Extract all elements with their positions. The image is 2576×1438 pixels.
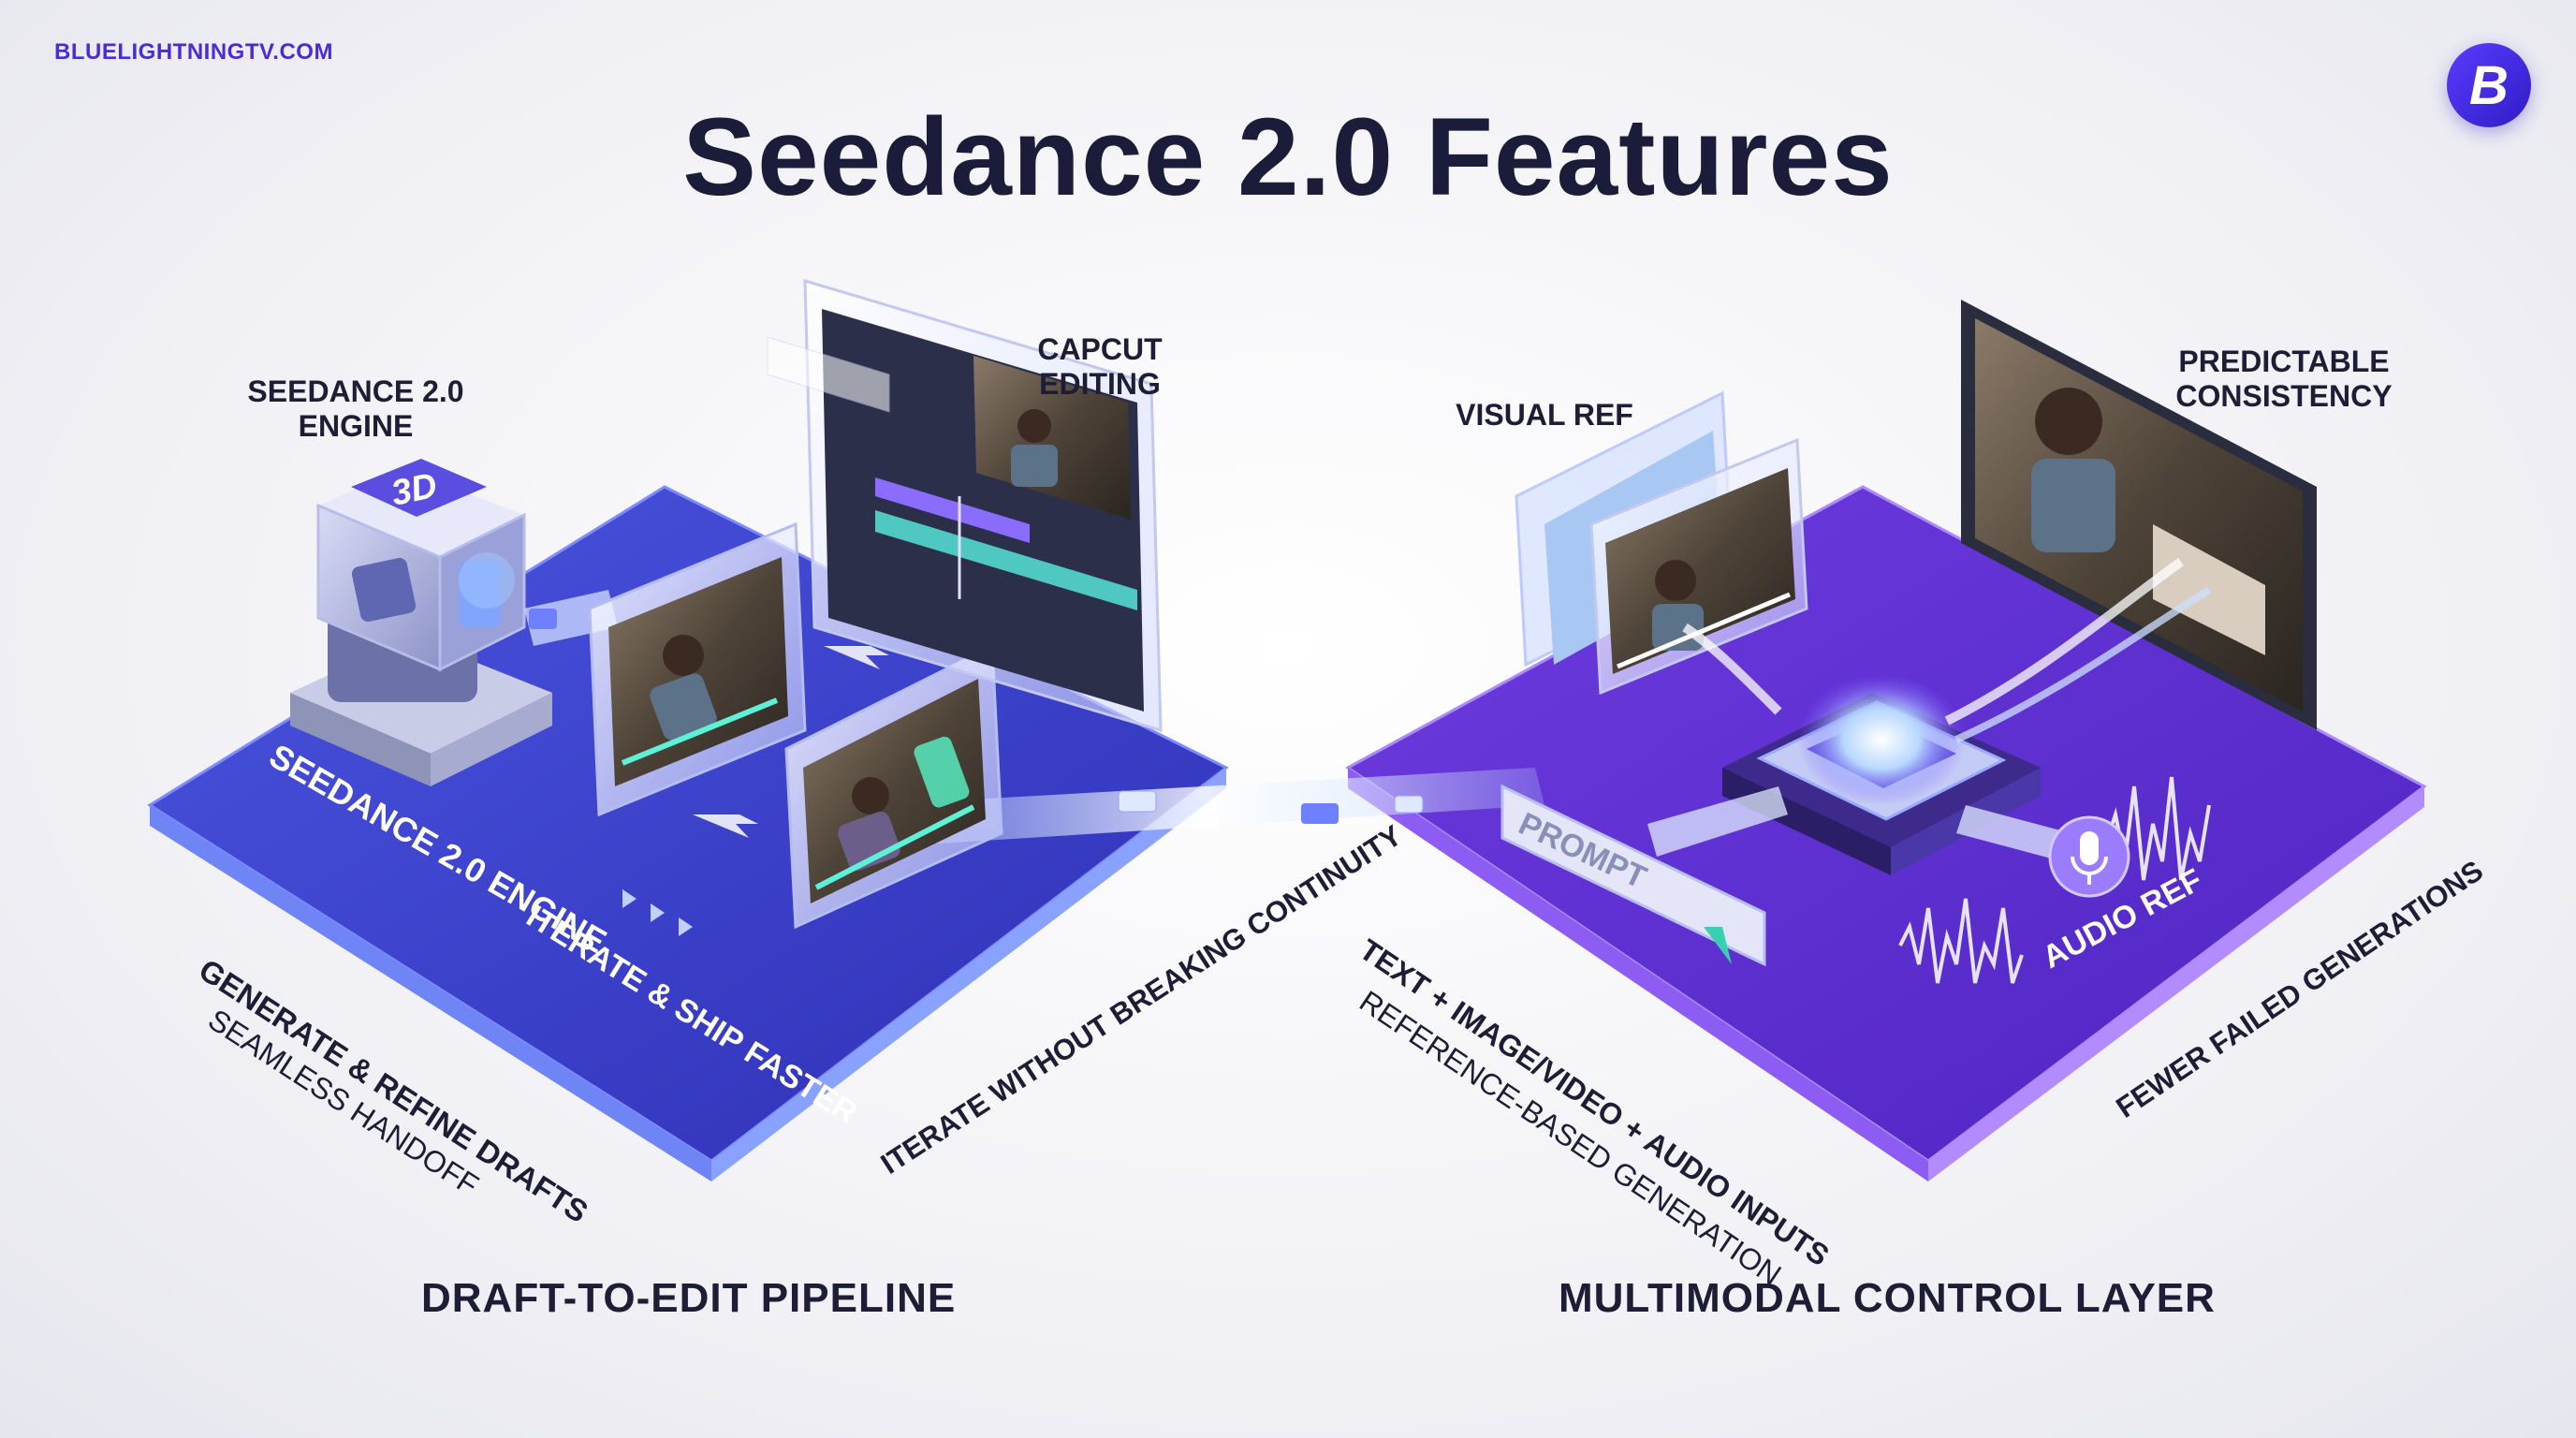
connecting-beam — [871, 768, 1544, 847]
right-section-label: MULTIMODAL CONTROL LAYER — [1559, 1275, 2216, 1321]
visual-ref-cards — [1515, 390, 1808, 696]
predictable-label: PREDICTABLE CONSISTENCY — [2175, 345, 2393, 413]
consistency-monitor — [1961, 300, 2317, 730]
engine-label: SEEDANCE 2.0 ENGINE — [247, 374, 464, 443]
brand-logo-icon: B — [2447, 43, 2531, 127]
prompt-bar — [1500, 784, 1766, 967]
draft-frame-1 — [588, 521, 807, 817]
microphone-icon — [2048, 815, 2130, 898]
left-section-label: DRAFT-TO-EDIT PIPELINE — [421, 1275, 957, 1321]
page-title: Seedance 2.0 Features — [682, 95, 1894, 219]
chevron-icons — [622, 889, 693, 936]
brand-url[interactable]: BLUELIGHTNINGTV.COM — [54, 39, 333, 65]
visual-ref-label: VISUAL REF — [1456, 398, 1633, 432]
data-streams — [1647, 557, 2212, 871]
engine-cube — [290, 459, 552, 786]
capcut-editor-panel — [767, 278, 1163, 733]
cube-badge: 3D — [388, 466, 440, 514]
draft-frame-2 — [784, 643, 1003, 930]
capcut-label: CAPCUT EDITING — [1037, 332, 1163, 401]
